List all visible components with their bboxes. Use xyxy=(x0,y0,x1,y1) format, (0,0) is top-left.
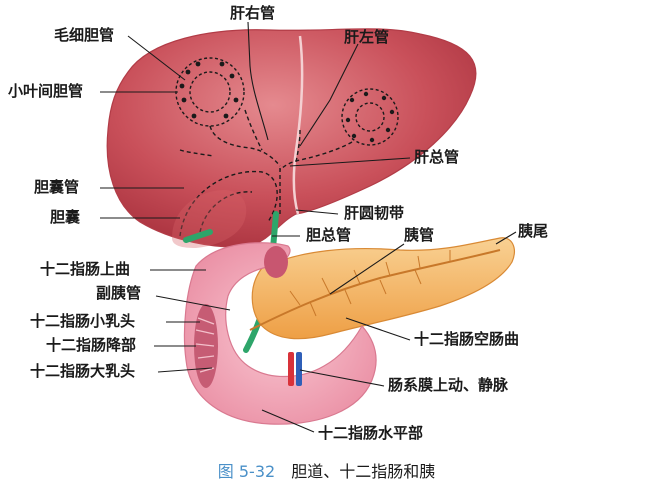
duodenum-descending-lumen xyxy=(194,304,218,388)
label-accessory-pancreatic-duct: 副胰管 xyxy=(96,284,142,302)
lobule-dots xyxy=(179,61,395,143)
mucosa-folds xyxy=(195,317,215,373)
liver xyxy=(106,28,477,248)
gallbladder xyxy=(172,190,247,248)
falciform-ligament xyxy=(292,35,304,215)
pancreatic-branches xyxy=(289,250,451,317)
label-ligamentum-teres: 肝圆韧带 xyxy=(344,204,405,222)
label-duodenum-descending: 十二指肠降部 xyxy=(46,336,137,354)
label-hepatic-duct-left: 肝左管 xyxy=(344,28,390,46)
superior-mesenteric-artery xyxy=(288,352,294,386)
label-superior-mesenteric-vessels: 肠系膜上动、静脉 xyxy=(388,376,509,394)
label-pancreatic-duct: 胰管 xyxy=(404,226,435,244)
label-duodenum-horizontal: 十二指肠水平部 xyxy=(318,424,424,442)
label-duodenum-superior-flexure: 十二指肠上曲 xyxy=(40,260,131,278)
label-minor-duodenal-papilla: 十二指肠小乳头 xyxy=(30,312,136,330)
label-common-bile-duct: 胆总管 xyxy=(306,226,352,244)
label-interlobular-bile-duct: 小叶间胆管 xyxy=(8,82,84,100)
label-duodenojejunal-flexure: 十二指肠空肠曲 xyxy=(414,330,520,348)
figure-caption: 图 5-32 胆道、十二指肠和胰 xyxy=(0,458,653,482)
label-major-duodenal-papilla: 十二指肠大乳头 xyxy=(30,362,136,380)
label-common-hepatic-duct: 肝总管 xyxy=(414,148,460,166)
duodenum-upper-lumen xyxy=(264,246,288,278)
intrahepatic-ducts xyxy=(179,109,353,237)
label-bile-capillary: 毛细胆管 xyxy=(54,26,115,44)
pancreatic-duct xyxy=(249,249,501,331)
cystic-duct-green xyxy=(183,229,213,243)
label-cystic-duct: 胆囊管 xyxy=(34,178,80,196)
label-pancreatic-tail: 胰尾 xyxy=(518,222,549,240)
label-gallbladder: 胆囊 xyxy=(50,208,81,226)
figure-number: 图 5-32 xyxy=(217,462,276,481)
figure-title: 胆道、十二指肠和胰 xyxy=(291,462,436,481)
leader-lines xyxy=(100,21,517,433)
label-hepatic-duct-right: 肝右管 xyxy=(230,4,276,22)
superior-mesenteric-vein xyxy=(296,352,302,386)
